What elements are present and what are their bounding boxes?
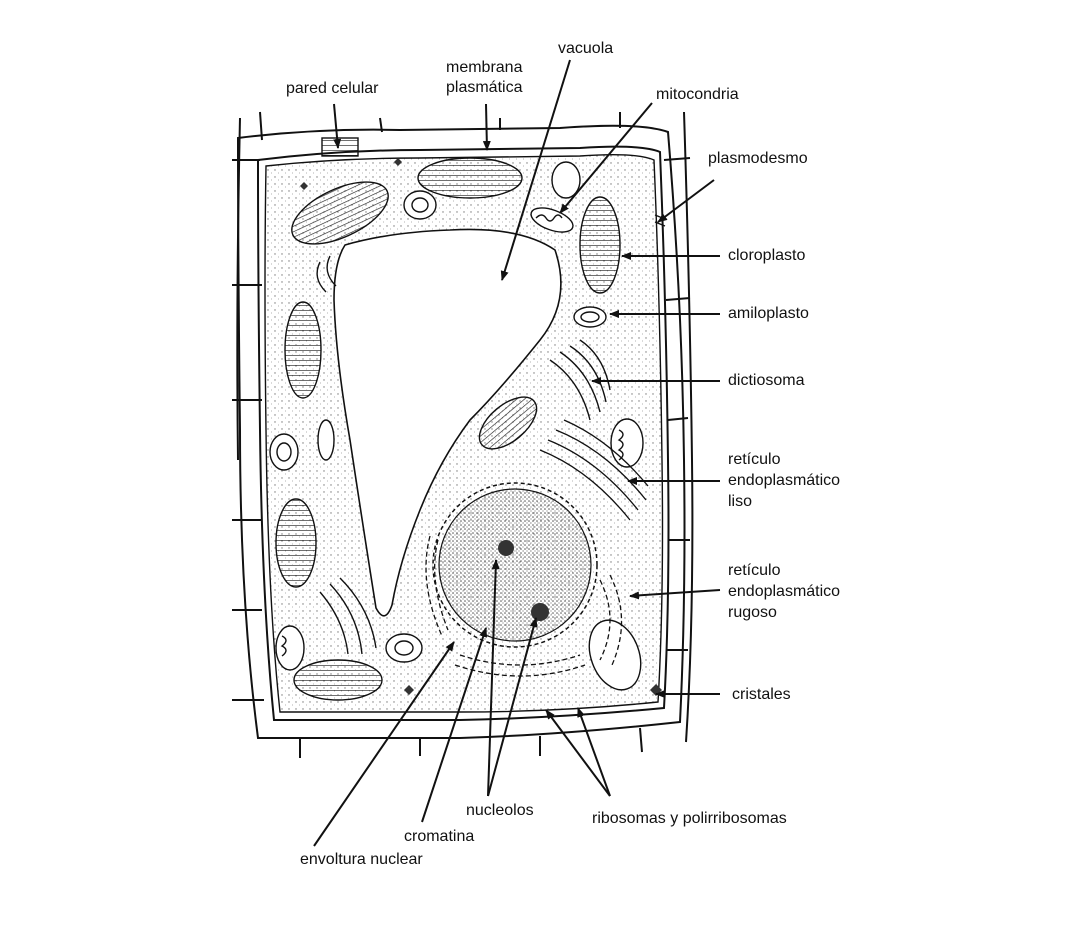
label-plasmodesmo: plasmodesmo [708, 148, 808, 169]
label-rel-1: retículo [728, 449, 780, 470]
label-rel-3: liso [728, 491, 752, 512]
label-pared-celular: pared celular [286, 78, 379, 99]
label-nucleolos: nucleolos [466, 800, 534, 821]
label-rer-1: retículo [728, 560, 780, 581]
label-mitocondria: mitocondria [656, 84, 739, 105]
label-cristales: cristales [732, 684, 791, 705]
arrow-membrana [486, 104, 487, 150]
arrow-ribosomas-1 [546, 710, 610, 796]
label-amiloplasto: amiloplasto [728, 303, 809, 324]
label-rer-2: endoplasmático [728, 581, 840, 602]
nucleolus-2 [531, 603, 549, 621]
nucleolus-1 [498, 540, 514, 556]
label-cloroplasto: cloroplasto [728, 245, 805, 266]
label-dictiosoma: dictiosoma [728, 370, 804, 391]
label-rel-2: endoplasmático [728, 470, 840, 491]
label-envoltura-nuclear: envoltura nuclear [300, 849, 423, 870]
label-membrana: membrana [446, 57, 522, 78]
label-plasmatica: plasmática [446, 77, 522, 98]
label-cromatina: cromatina [404, 826, 474, 847]
arrow-ribosomas-2 [578, 708, 610, 796]
label-ribosomas: ribosomas y polirribosomas [592, 808, 787, 829]
label-vacuola: vacuola [558, 38, 613, 59]
label-rer-3: rugoso [728, 602, 777, 623]
